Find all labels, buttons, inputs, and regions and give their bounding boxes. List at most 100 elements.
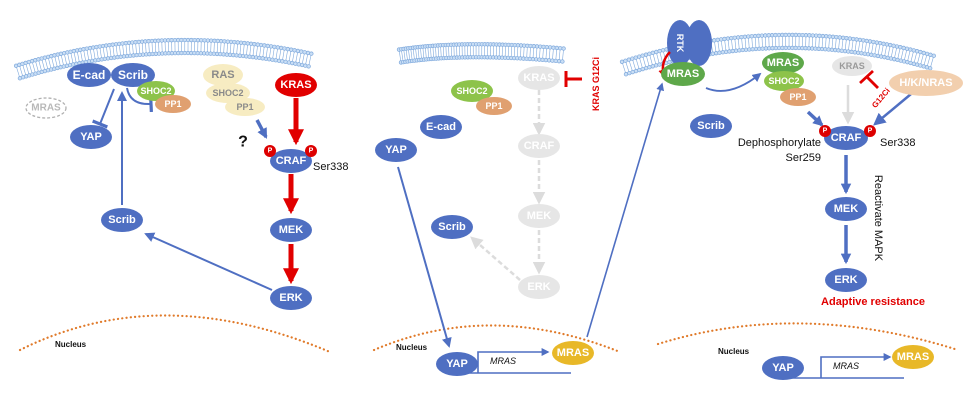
lipid-tail (445, 44, 447, 58)
lipid-tail (437, 45, 440, 59)
phospho-label: P (309, 148, 314, 155)
lipid-tail (76, 50, 80, 64)
lipid-head (861, 38, 866, 43)
lipid-tail (429, 45, 432, 59)
lipid-tail (92, 47, 96, 61)
scrib-label: Scrib (108, 214, 136, 226)
pp1-node: PP1 (476, 97, 512, 115)
kras-label: KRAS (523, 72, 554, 84)
mek-label: MEK (527, 210, 552, 222)
lipid-tail (507, 44, 509, 58)
lipid-tail (403, 48, 406, 62)
lipid-tail (265, 45, 269, 59)
lipid-tail (275, 47, 279, 61)
erk-node: ERK (270, 286, 312, 310)
lipid-tail (424, 46, 427, 60)
lipid-head (864, 38, 869, 44)
lipid-tail (929, 55, 935, 69)
pp1-label: PP1 (236, 102, 253, 112)
lipid-head (302, 50, 307, 55)
lipid-tail (910, 50, 915, 64)
lipid-tail (539, 46, 541, 60)
ecad-label: E-cad (73, 68, 106, 82)
lipid-tail (60, 53, 65, 67)
lipid-tail (808, 35, 810, 49)
lipid-tail (913, 51, 918, 64)
mras-label: MRAS (31, 103, 61, 114)
lipid-tail (552, 47, 554, 61)
lipid-tail (731, 38, 734, 52)
lipid-head (749, 34, 754, 39)
pp1-to-craf-arrow (806, 110, 824, 127)
panel-3: RTK G12Ci MRAS MRAS SHOC2 PP1 KRAS H/K/N… (658, 20, 963, 380)
hknras-label: H/K/NRAS (899, 77, 952, 89)
lipid-tail (28, 61, 33, 75)
yap-to-nucleus-arrow (397, 166, 452, 348)
phospho-label: P (268, 148, 273, 155)
lipid-tail (442, 45, 445, 59)
nucleus-envelope (656, 322, 960, 352)
lipid-head (626, 57, 632, 62)
lipid-tail (73, 51, 77, 64)
craf-inactive-node: CRAF (518, 134, 560, 158)
shoc2-label: SHOC2 (456, 86, 487, 96)
mek-label: MEK (834, 203, 859, 215)
rtk-receptor: RTK (667, 20, 712, 66)
ras-shoc2-node: SHOC2 (206, 83, 250, 103)
lipid-head (867, 39, 873, 44)
lipid-tail (926, 54, 931, 68)
lipid-tail (407, 48, 411, 62)
lipid-head (742, 34, 748, 39)
lipid-head (630, 56, 635, 61)
lipid-tail (542, 46, 544, 60)
mras-label: MRAS (557, 347, 589, 359)
lipid-head (718, 37, 724, 42)
scrib-node: Scrib (431, 215, 473, 239)
lipid-tail (734, 37, 737, 51)
erk-node: ERK (825, 268, 867, 292)
lipid-tail (857, 39, 861, 53)
phospho-site-ser338: P (864, 125, 876, 137)
lipid-tail (713, 40, 717, 54)
lipid-tail (838, 37, 841, 51)
lipid-tail (99, 46, 102, 60)
lipid-tail (555, 47, 558, 61)
mras-ghost-node: MRAS (25, 97, 67, 119)
lipid-tail (625, 60, 630, 74)
lipid-tail (923, 53, 928, 67)
lipid-tail (207, 40, 209, 54)
lipid-tail (288, 49, 292, 63)
lipid-tail (916, 51, 921, 65)
lipid-tail (638, 56, 644, 70)
lipid-tail (828, 36, 830, 50)
lipid-head (735, 35, 741, 40)
lipid-head (854, 37, 859, 42)
lipid-tail (545, 47, 548, 61)
yap-label: YAP (385, 144, 407, 156)
pp1-node: PP1 (155, 95, 191, 113)
lipid-tail (422, 46, 425, 60)
lipid-tail (141, 41, 144, 55)
lipid-head (928, 66, 933, 71)
craf-label: CRAF (831, 132, 862, 144)
g12ci-label: G12Ci (870, 86, 892, 109)
lipid-head (871, 39, 876, 45)
lipid-tail (38, 59, 43, 72)
lipid-tail (278, 47, 282, 61)
kras-g12c-inhibitor-bar (564, 71, 582, 87)
kras-label: KRAS (839, 61, 865, 71)
panel-1: E-cad Scrib SHOC2 PP1 MRAS YAP RAS SHOC2… (25, 63, 348, 349)
lipid-tail (115, 44, 118, 58)
lipid-tail (233, 42, 235, 56)
lipid-tail (239, 42, 242, 56)
lipid-tail (125, 43, 128, 57)
kras-node: KRAS (275, 73, 317, 97)
lipid-tail (867, 41, 871, 55)
ras-to-craf-arrow (255, 119, 268, 139)
scrib-inhibits-pp1-arrow (126, 87, 153, 113)
ras-pp1-node: PP1 (225, 98, 265, 116)
lipid-tail (308, 53, 312, 67)
lipid-tail (285, 49, 289, 62)
scrib-node: Scrib (690, 114, 732, 138)
ser338-label: Ser338 (313, 161, 348, 173)
